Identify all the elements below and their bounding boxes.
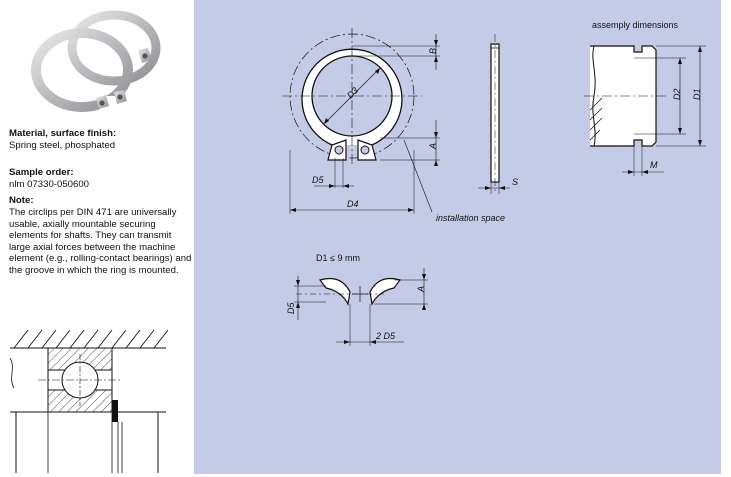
circlip-photo: [31, 10, 161, 112]
d4-label: D4: [347, 199, 359, 209]
d1-label: D1: [692, 88, 702, 100]
material-label: Material, surface finish:: [9, 128, 117, 139]
two-d5-label: 2 D5: [375, 331, 396, 341]
assembly-dimensions-title: assemply dimensions: [592, 20, 679, 30]
small-ring-condition: D1 ≤ 9 mm: [316, 253, 360, 263]
small-d5-label: D5: [286, 302, 296, 314]
material-value: Spring steel, phosphated: [9, 140, 116, 151]
d5-label: D5: [312, 175, 324, 185]
sample-order-value: nlm 07330-050600: [9, 179, 90, 190]
small-a-label: A: [416, 286, 426, 293]
b-label: B: [428, 48, 438, 54]
installation-space-label: installation space: [436, 213, 505, 223]
small-ring-detail: [294, 268, 428, 346]
technical-drawing-panel: D3 B A D5 D4 installation space S assemp…: [194, 0, 721, 474]
a-label: A: [428, 143, 438, 150]
shaft-groove-view: [584, 45, 706, 176]
d2-label: D2: [672, 88, 682, 100]
circlip-front-view: [282, 28, 440, 214]
note-text: The circlips per DIN 471 are universally…: [9, 207, 192, 276]
left-info-panel: Material, surface finish: Spring steel, …: [0, 0, 194, 477]
bearing-assembly-drawing: [9, 329, 168, 473]
circlip-side-view: [478, 34, 510, 194]
s-label: S: [512, 177, 518, 187]
note-label: Note:: [9, 195, 34, 206]
sample-order-label: Sample order:: [9, 167, 74, 178]
m-label: M: [650, 160, 658, 170]
